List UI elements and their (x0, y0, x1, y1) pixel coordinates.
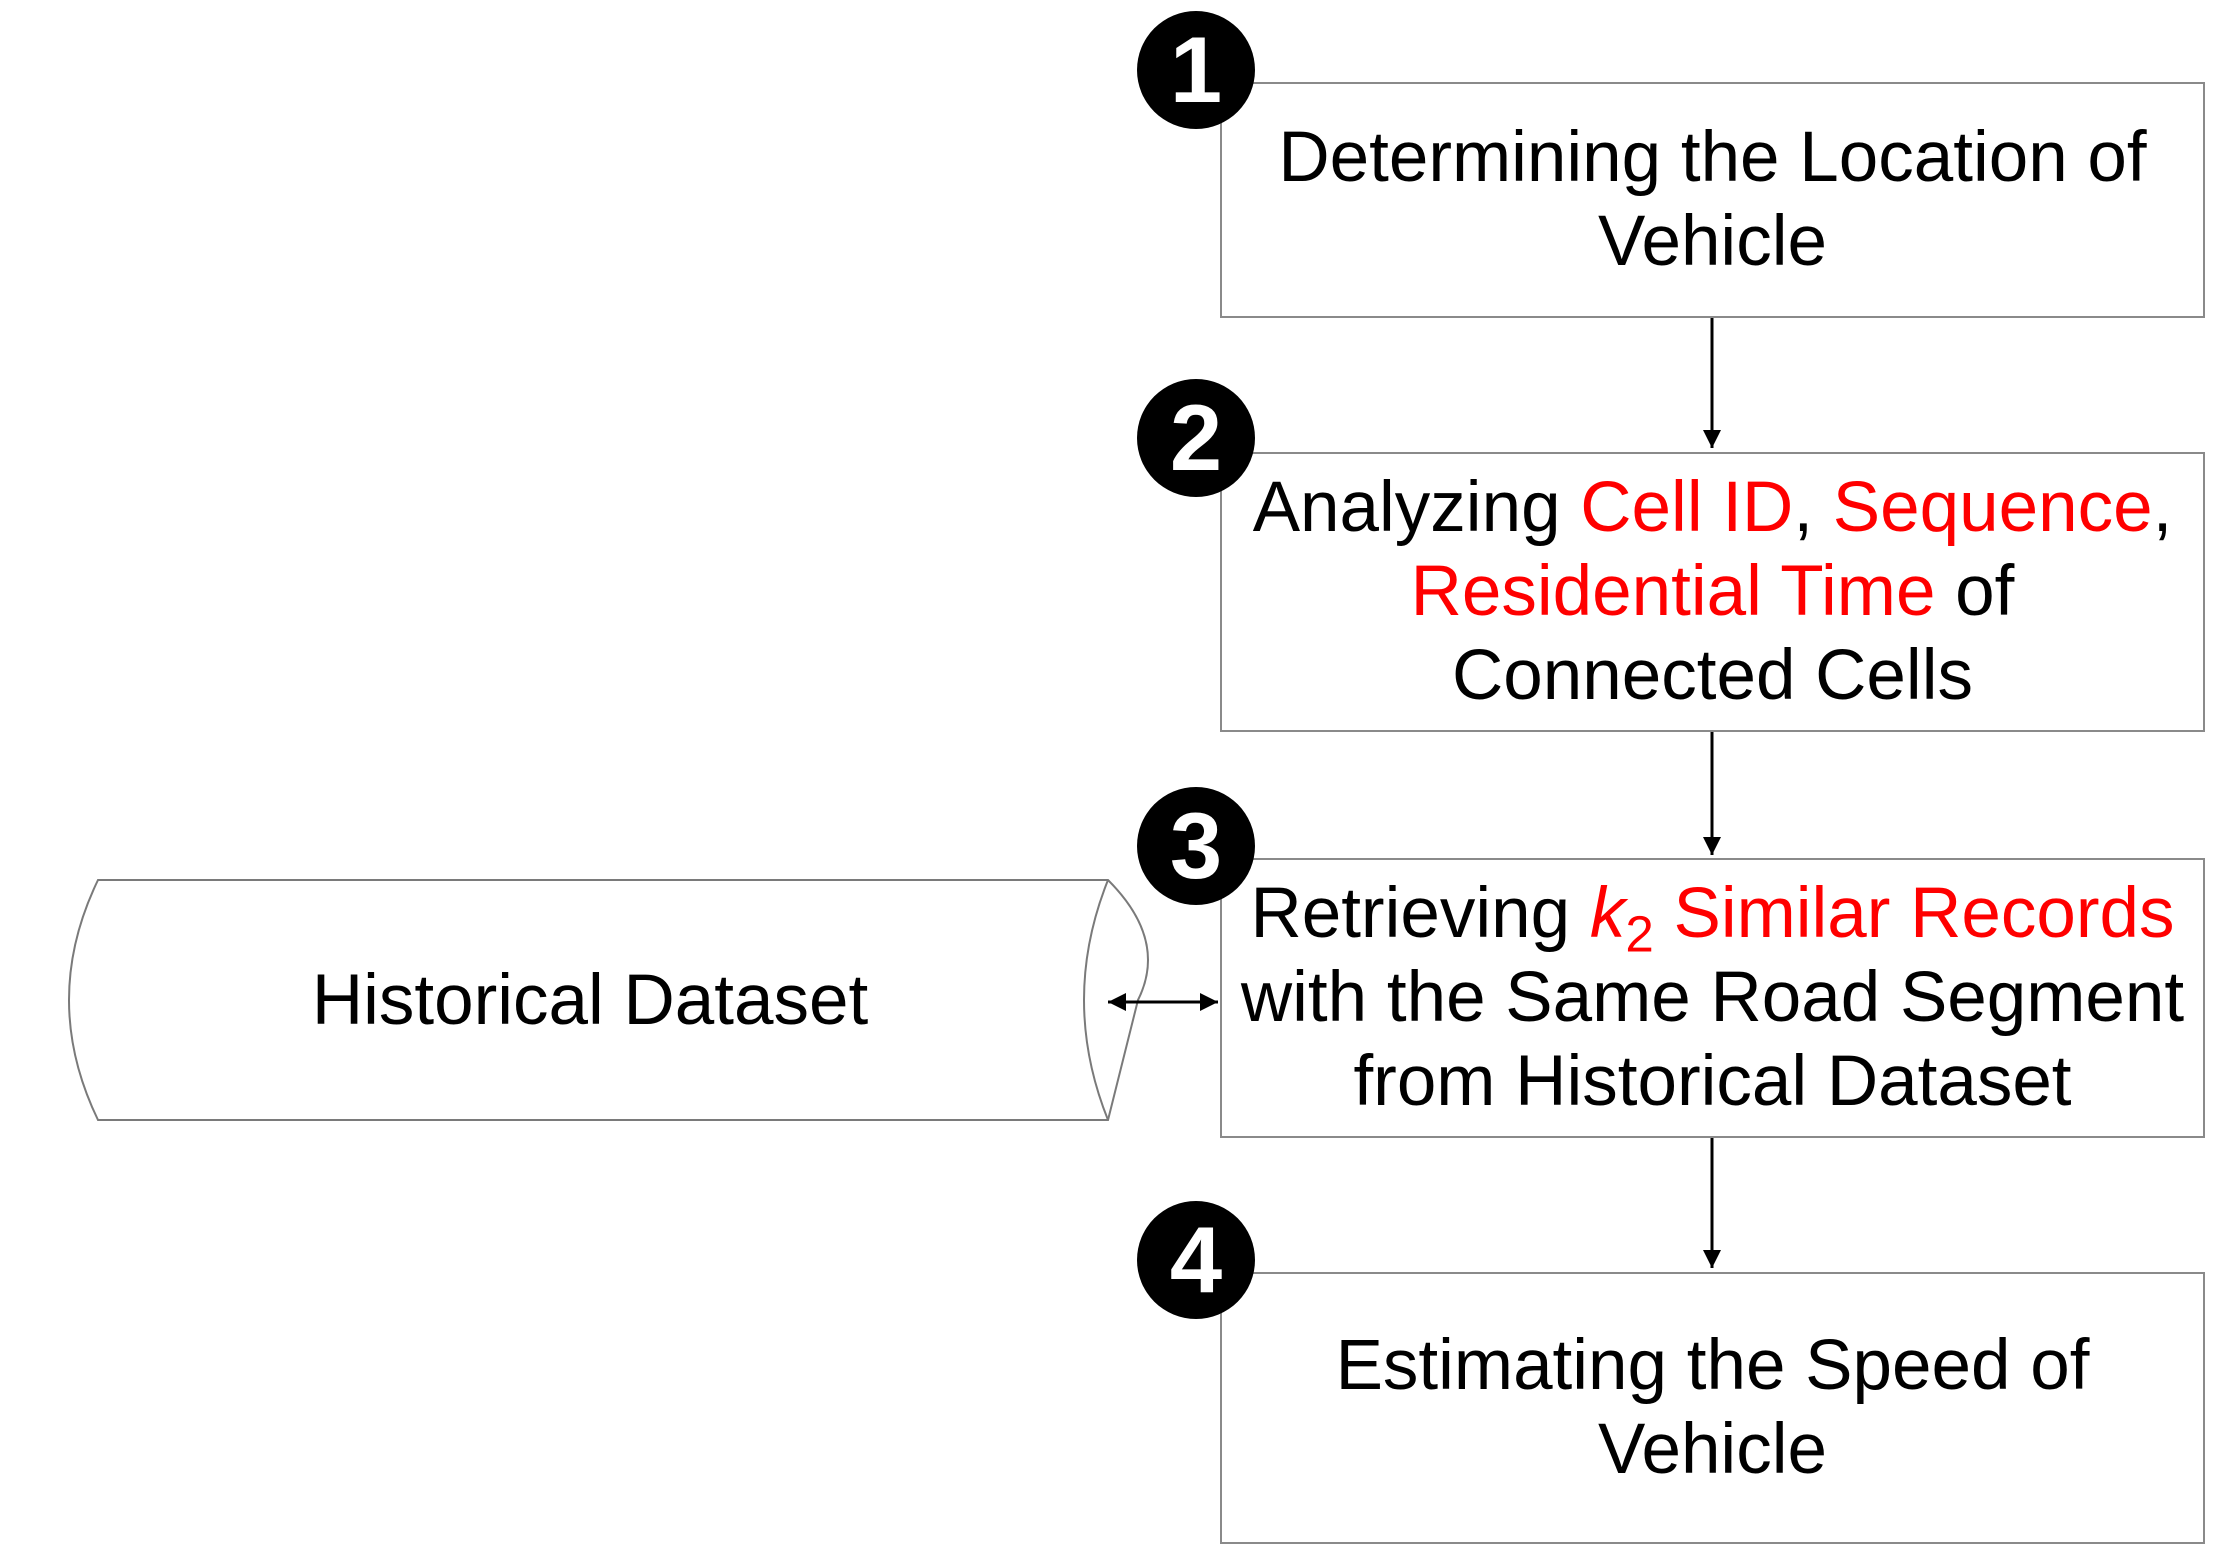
step-text-run: of (1935, 552, 2015, 631)
highlighted-term: Similar Records (1653, 874, 2175, 953)
step-2-badge: 2 (1137, 379, 1255, 497)
step-3-line: with the Same Road Segment (1241, 956, 2184, 1040)
step-1-line: Determining the Location of (1278, 116, 2146, 200)
step-2-line: Connected Cells (1253, 634, 2173, 718)
highlighted-term: Residential Time (1410, 552, 1936, 631)
step-text-run: , (2152, 468, 2173, 547)
step-4-badge: 4 (1137, 1201, 1255, 1319)
step-1-line: Vehicle (1278, 200, 2146, 284)
step-3-line: Retrieving k2 Similar Records (1241, 872, 2184, 959)
highlighted-term: Cell ID (1580, 468, 1794, 547)
step-box-2: Analyzing Cell ID, Sequence,Residential … (1220, 452, 2205, 732)
step-3-badge: 3 (1137, 787, 1255, 905)
step-1-badge: 1 (1137, 11, 1255, 129)
step-4-line: Vehicle (1336, 1408, 2090, 1492)
step-text-run: , (1793, 468, 1833, 547)
step-text-run: from Historical Dataset (1353, 1042, 2072, 1121)
step-text-run: Connected Cells (1452, 636, 1973, 715)
historical-dataset-label: Historical Dataset (311, 960, 869, 1040)
highlighted-term: k (1589, 874, 1626, 953)
step-text-run: Vehicle (1598, 202, 1827, 281)
step-3-line: from Historical Dataset (1241, 1040, 2184, 1124)
step-text-run: Vehicle (1598, 1410, 1827, 1489)
step-text-run: Determining the Location of (1278, 118, 2147, 197)
step-text-run: Analyzing (1252, 468, 1581, 547)
step-2-text: Analyzing Cell ID, Sequence,Residential … (1253, 466, 2173, 718)
step-4-line: Estimating the Speed of (1336, 1324, 2090, 1408)
step-text-run: Retrieving (1250, 874, 1590, 953)
step-2-line: Analyzing Cell ID, Sequence, (1253, 466, 2173, 550)
highlighted-term: 2 (1625, 905, 1654, 963)
step-text-run: Estimating the Speed of (1335, 1326, 2090, 1405)
step-2-line: Residential Time of (1253, 550, 2173, 634)
step-text-run: with the Same Road Segment (1240, 958, 2185, 1037)
highlighted-term: Sequence (1832, 468, 2153, 547)
historical-dataset-cylinder (68, 879, 1149, 1121)
